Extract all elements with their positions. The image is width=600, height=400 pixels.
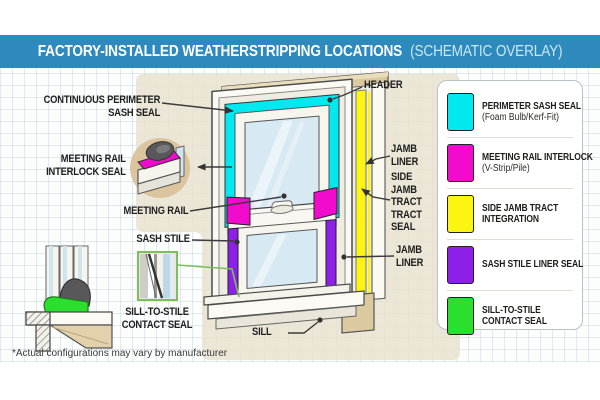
meeting-rail-interlock-seal-right — [313, 187, 338, 221]
label-side-jamb-tract-seal: SIDE JAMB TRACT TRACT SEAL — [391, 171, 422, 234]
page-subtitle: (SCHEMATIC OVERLAY) — [410, 42, 563, 60]
legend-label: PERIMETER SASH SEAL — [482, 100, 581, 112]
legend-sublabel: (Foam Bulb/Kerf-Fit) — [482, 111, 559, 123]
lower-sash — [237, 219, 327, 302]
label-jamb-liner-top: JAMB LINER — [391, 143, 419, 168]
legend-item-meeting-rail-interlock: MEETING RAIL INTERLOCK (V-Strip/Pile) — [447, 137, 593, 188]
legend-swatch-green — [447, 297, 474, 335]
stile-inset — [137, 251, 178, 301]
side-jamb-tract-seal — [355, 89, 367, 300]
upper-sash — [234, 104, 330, 227]
jamb-extrusion — [351, 81, 386, 302]
lower-glass — [246, 228, 318, 289]
legend-swatch-cyan — [447, 93, 474, 131]
window-illustration — [211, 71, 389, 311]
sill-cross-section-inset — [25, 245, 113, 352]
sash-stile-seal-right — [325, 219, 337, 294]
label-jamb-liner-bottom: JAMB LINER — [396, 244, 424, 269]
label-header: HEADER — [364, 79, 403, 91]
footnote: *Actual configurations may vary by manuf… — [12, 348, 228, 359]
meeting-rail-inset — [130, 138, 190, 198]
legend-sublabel: (V-Strip/Pile) — [482, 162, 530, 174]
label-sill-to-stile-contact-seal: SILL-TO-STILE CONTACT SEAL — [121, 306, 193, 331]
legend-item-sash-stile-liner: SASH STILE LINER SEAL — [447, 239, 583, 290]
legend-label: SILL-TO-STILE CONTACT SEAL — [482, 304, 547, 327]
title-banner: FACTORY-INSTALLED WEATHERSTRIPPING LOCAT… — [0, 35, 600, 68]
banner-text: FACTORY-INSTALLED WEATHERSTRIPPING LOCAT… — [38, 43, 563, 61]
label-sill: SILL — [252, 326, 272, 338]
leader-lines — [161, 86, 395, 334]
legend-item-perimeter-sash-seal: PERIMETER SASH SEAL (Foam Bulb/Kerf-Fit) — [447, 87, 581, 137]
legend-label: SIDE JAMB TRACT INTEGRATION — [482, 202, 559, 225]
label-sash-stile: SASH STILE — [136, 233, 191, 245]
meeting-rail-interlock-seal-left — [226, 196, 251, 226]
sash-stile-seal-left — [227, 227, 239, 303]
legend-swatch-magenta — [447, 144, 474, 182]
sill-assembly — [203, 283, 375, 334]
legend-item-sill-to-stile: SILL-TO-STILE CONTACT SEAL — [447, 290, 573, 341]
legend-panel: PERIMETER SASH SEAL (Foam Bulb/Kerf-Fit)… — [437, 80, 593, 335]
legend-item-side-jamb-tract: SIDE JAMB TRACT INTEGRATION — [447, 188, 573, 239]
legend-swatch-yellow — [447, 195, 474, 233]
legend-swatch-purple — [447, 246, 474, 284]
label-continuous-perimeter-sash-seal: CONTINUOUS PERIMETER SASH SEAL — [43, 94, 160, 119]
label-meeting-rail: MEETING RAIL — [123, 205, 188, 217]
legend-label: MEETING RAIL INTERLOCK — [482, 151, 593, 163]
page-title: FACTORY-INSTALLED WEATHERSTRIPPING LOCAT… — [37, 42, 403, 60]
legend-label: SASH STILE LINER SEAL — [482, 259, 584, 271]
label-meeting-rail-interlock-seal: MEETING RAIL INTERLOCK SEAL — [46, 153, 126, 178]
